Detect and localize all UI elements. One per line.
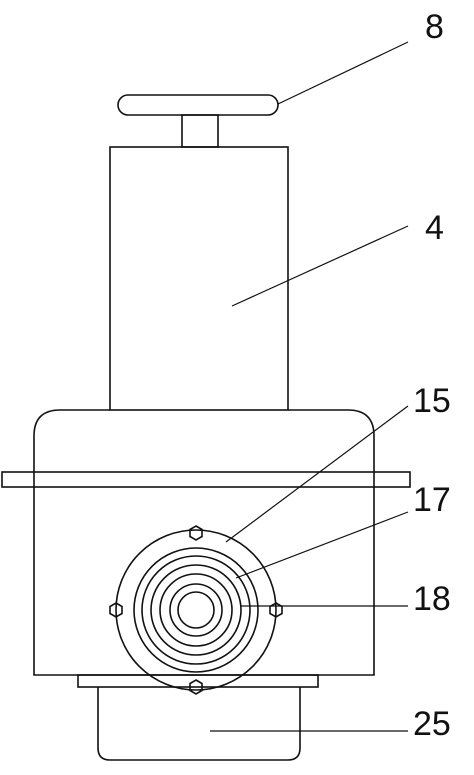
base-cap (97, 687, 301, 761)
callout-8: 8 (425, 8, 444, 46)
leader-8 (277, 41, 409, 105)
leader-17 (235, 511, 409, 579)
flange-assembly (109, 525, 283, 695)
callout-17: 17 (413, 481, 451, 519)
leader-4 (231, 225, 409, 307)
leader-lines (210, 41, 409, 732)
lower-housing (1, 409, 411, 688)
bolt-left (109, 602, 123, 618)
callout-18: 18 (413, 580, 451, 618)
callout-4: 4 (425, 209, 444, 247)
callout-15: 15 (413, 382, 451, 420)
leader-15 (225, 405, 409, 543)
handwheel (117, 94, 279, 148)
bolt-top (189, 525, 203, 541)
bolt-bottom (189, 679, 203, 695)
upper-body (109, 146, 289, 411)
callout-labels: 8 4 15 17 18 25 (413, 8, 451, 743)
callout-25: 25 (413, 705, 451, 743)
